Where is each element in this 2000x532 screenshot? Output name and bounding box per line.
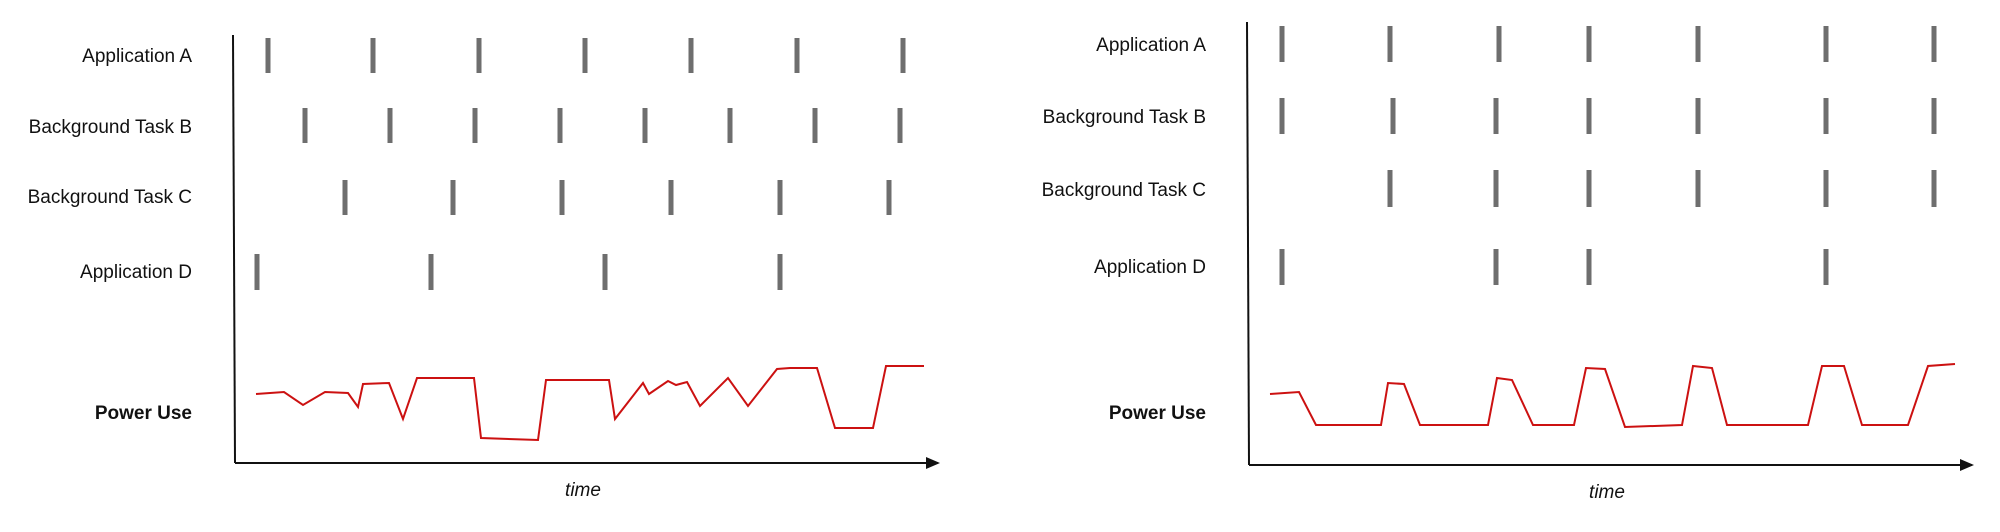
power-use-line [255, 365, 924, 442]
row-label-background-task-c: Background Task C [1042, 180, 1206, 201]
row-label-application-d: Application D [80, 262, 192, 283]
time-axis-label: time [565, 480, 601, 501]
power-use-line [1269, 363, 1956, 429]
row-ticks-application-d [1279, 249, 1829, 285]
row-ticks-background-task-b [1279, 98, 1937, 134]
diagram-right: Application A Background Task B Backgrou… [1042, 21, 1974, 503]
power-use-label: Power Use [95, 403, 192, 424]
row-label-background-task-b: Background Task B [29, 117, 192, 138]
y-axis [1246, 21, 1250, 466]
time-axis-label: time [1589, 482, 1625, 503]
row-label-application-d: Application D [1094, 257, 1206, 278]
row-ticks-application-d [254, 254, 783, 290]
row-ticks-background-task-c [342, 180, 892, 215]
diagram-left: Application A Background Task B Backgrou… [28, 34, 940, 501]
row-ticks-application-a [1279, 26, 1937, 62]
row-ticks-application-a [265, 38, 906, 73]
row-label-background-task-c: Background Task C [28, 187, 192, 208]
row-label-background-task-b: Background Task B [1043, 107, 1206, 128]
power-use-label: Power Use [1109, 403, 1206, 424]
row-label-application-a: Application A [82, 46, 192, 67]
row-ticks-background-task-b [302, 108, 903, 143]
row-label-application-a: Application A [1096, 35, 1206, 56]
y-axis [232, 34, 236, 464]
row-ticks-background-task-c [1387, 170, 1937, 207]
